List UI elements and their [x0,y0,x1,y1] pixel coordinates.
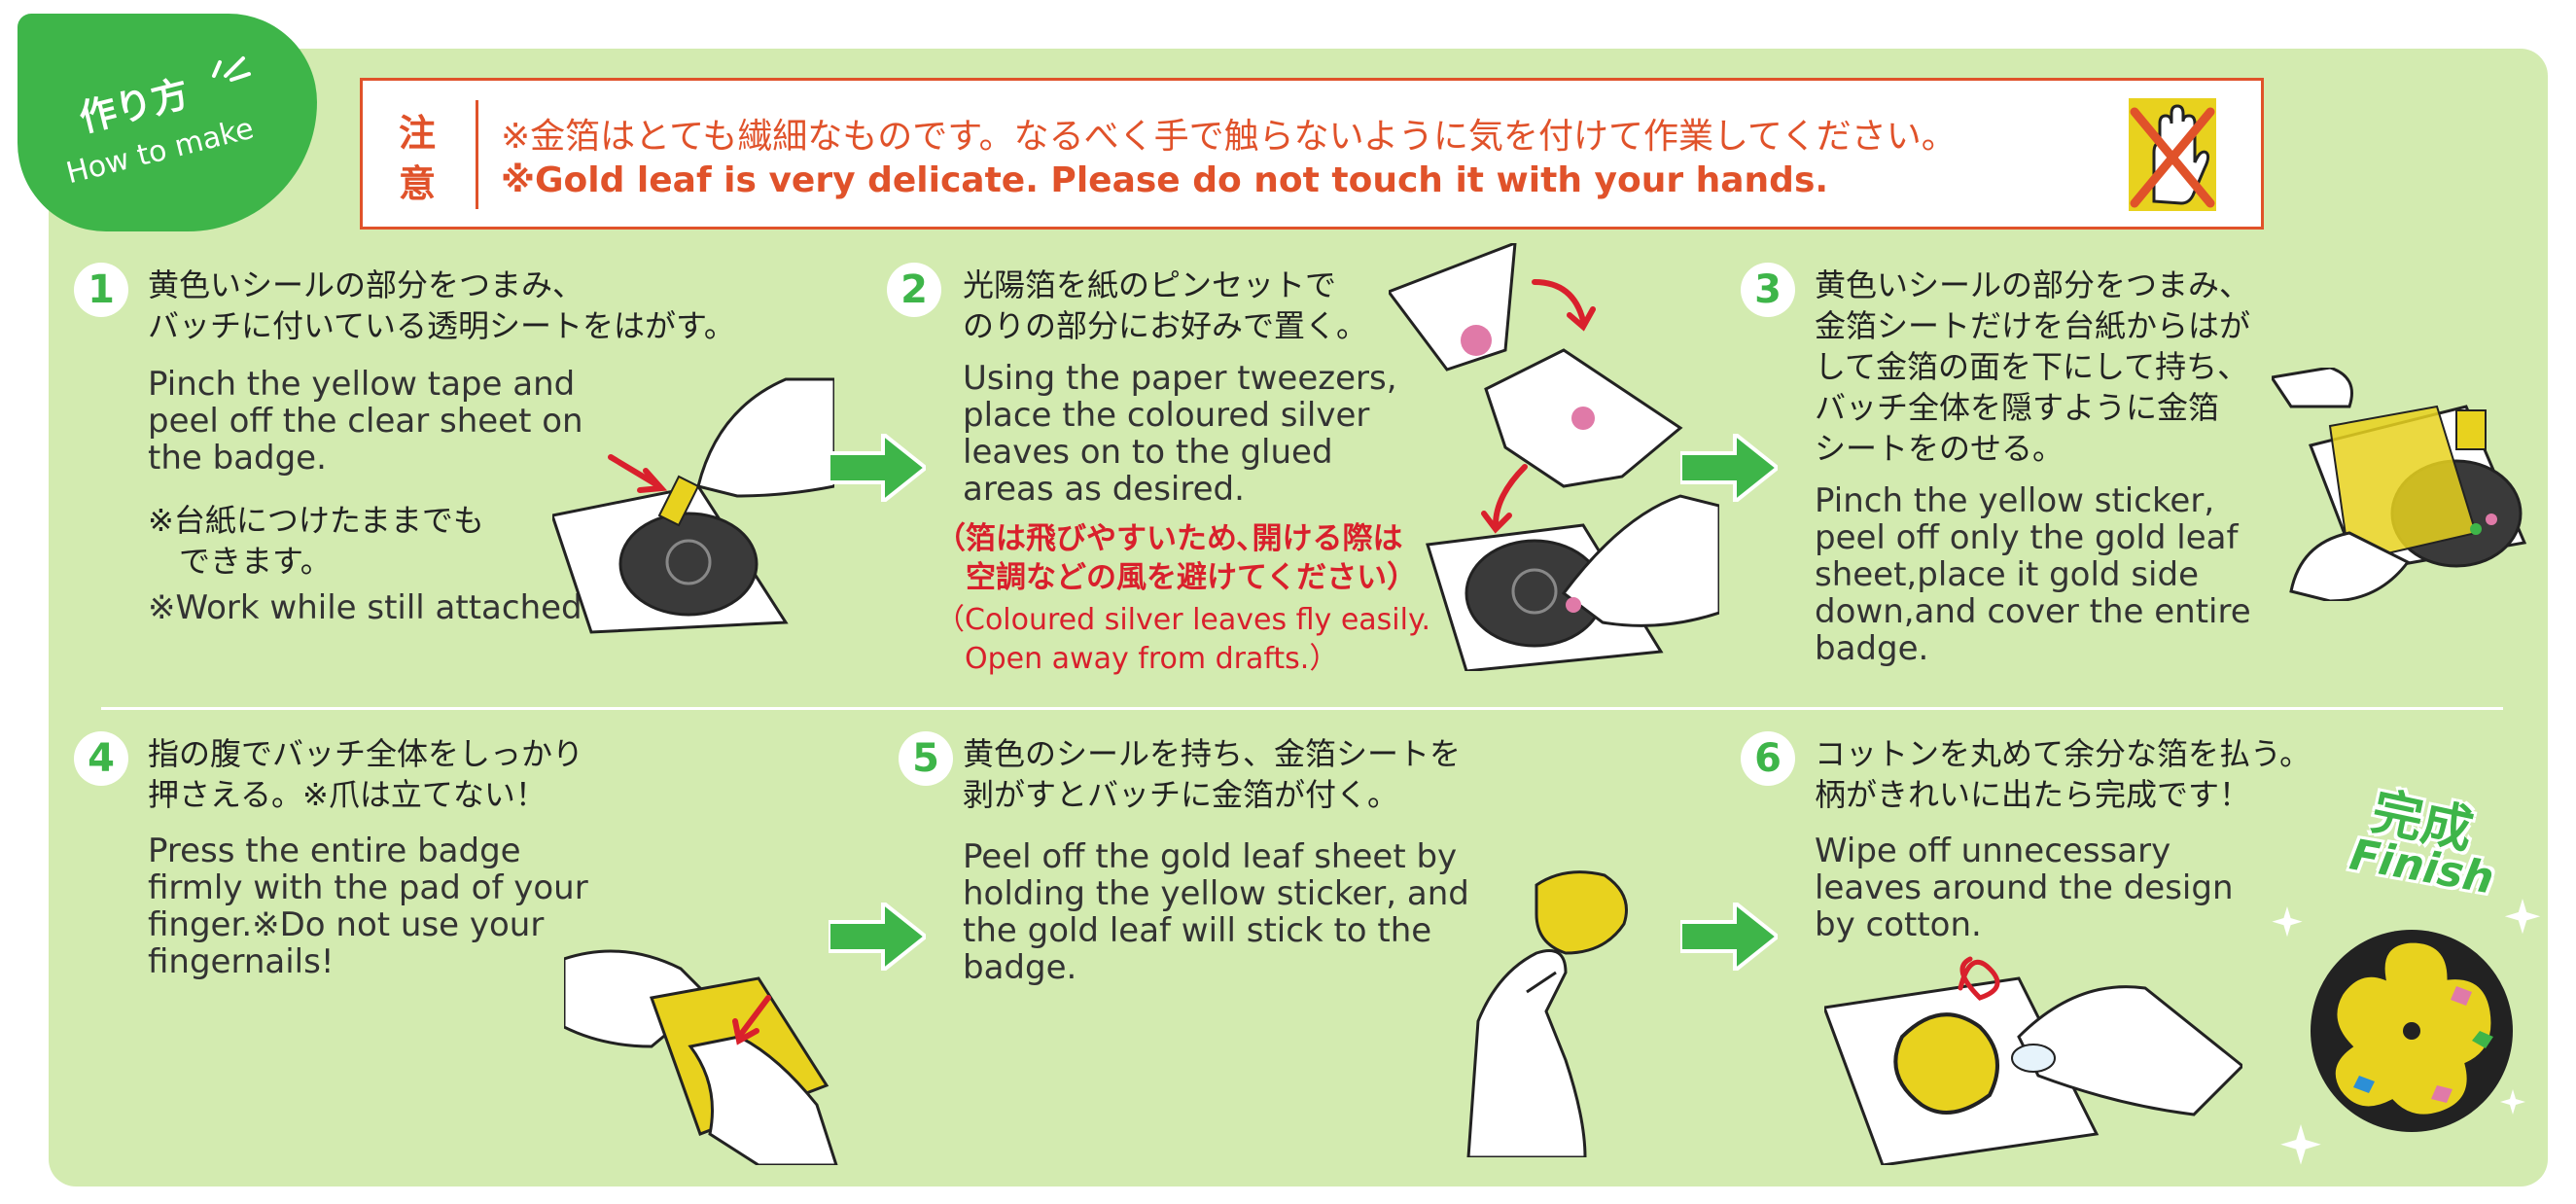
step-1-note-en: ※Work while still attached. [148,588,593,627]
finished-badge-illustration [2272,899,2541,1165]
step-1-number: 1 [74,263,128,317]
no-touch-hand-icon [2129,98,2216,211]
caution-box: 注 意 ※金箔はとても繊細なものです。なるべく手で触らないように気を付けて作業し… [360,78,2264,230]
step-1-note-jp: ※台紙につけたままでも できます。 [148,502,484,580]
step-3-illustration [2272,368,2527,601]
step-4-text-en: Press the entire badge firmly with the p… [148,832,588,981]
step-3-text-en: Pinch the yellow sticker, peel off only … [1815,481,2251,668]
step-5-text-en: Peel off the gold leaf sheet by holding … [963,837,1469,987]
step-4-text-jp: 指の腹でバッチ全体をしっかり 押さえる。※爪は立てない！ [148,735,584,813]
step-2-warning-en: （Coloured silver leaves fly easily. Open… [935,603,1430,676]
caution-text-jp: ※金箔はとても繊細なものです。なるべく手で触らないように気を付けて作業してくださ… [501,117,1957,157]
step-1-illustration [552,377,834,634]
sparkle-lines-icon [212,56,251,82]
row-divider [101,707,2503,710]
step-2-number: 2 [887,263,941,317]
step-2-illustration [1389,243,1719,671]
step-1-text-jp: 黄色いシールの部分をつまみ、 バッチに付いている透明シートをはがす。 [148,266,735,344]
step-2-text-jp: 光陽箔を紙のピンセットで のりの部分にお好みで置く。 [963,266,1368,344]
arrow-right-icon [1680,434,1778,502]
arrow-right-icon [829,434,926,502]
caution-divider [476,100,478,209]
step-6-text-en: Wipe off unnecessary leaves around the d… [1815,832,2234,944]
step-5-text-jp: 黄色のシールを持ち、金箔シートを 剥がすとバッチに金箔が付く。 [963,735,1462,813]
step-6-text-jp: コットンを丸めて余分な箔を払う。 柄がきれいに出たら完成です！ [1815,735,2311,813]
step-6-number: 6 [1741,731,1795,786]
step-1-text-en: Pinch the yellow tape and peel off the c… [148,365,583,478]
step-3-number: 3 [1741,263,1795,317]
step-2-warning-jp: （箔は飛びやすいため､開ける際は 空調などの風を避けてください） [935,521,1418,595]
arrow-right-icon [829,903,926,971]
step-2-text-en: Using the paper tweezers, place the colo… [963,359,1397,509]
arrow-right-icon [1680,903,1778,971]
caution-label: 注 意 [398,112,436,205]
caution-text-en: ※Gold leaf is very delicate. Please do n… [501,160,1829,200]
how-to-make-tab [18,14,317,231]
step-3-text-jp: 黄色いシールの部分をつまみ、 金箔シートだけを台紙からはが して金箔の面を下にし… [1815,266,2251,467]
step-4-illustration [564,949,838,1165]
step-5-illustration [1466,870,1628,1157]
step-4-number: 4 [74,731,128,786]
step-5-number: 5 [899,731,953,786]
step-6-illustration [1824,956,2242,1165]
